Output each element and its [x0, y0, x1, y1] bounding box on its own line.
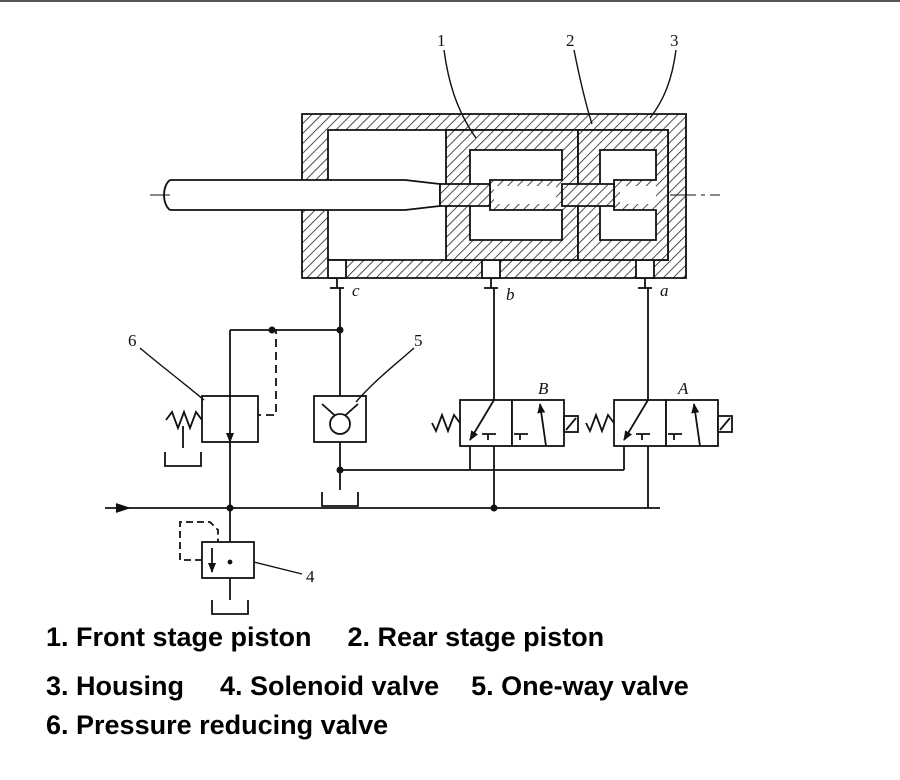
callout-6: 6: [128, 331, 137, 350]
cylinder-housing: [150, 113, 720, 279]
piston-rod: [170, 179, 441, 211]
directional-valve-a: [585, 399, 733, 447]
rear-stage-piston: [561, 129, 669, 261]
pneumatic-circuit-diagram: 1 2 3 6 5 4 c b a B A: [105, 31, 733, 615]
callout-4: 4: [306, 567, 315, 586]
legend-row-1: 1. Front stage piston 2. Rear stage pisto…: [46, 622, 604, 653]
solenoid-valve-4: [179, 521, 255, 615]
leader-lines: [139, 49, 677, 575]
callout-3: 3: [670, 31, 679, 50]
top-border: [0, 0, 900, 2]
legend-item-2: 2. Rear stage piston: [347, 622, 605, 652]
legend-item-4: 4. Solenoid valve: [220, 671, 440, 701]
port-label-c: c: [352, 281, 360, 300]
valve-label-b: B: [538, 379, 549, 398]
valve-label-a: A: [677, 379, 689, 398]
port-label-a: a: [660, 281, 669, 300]
port-label-b: b: [506, 285, 515, 304]
callout-1: 1: [437, 31, 446, 50]
port-lines: [330, 278, 652, 400]
legend-row-2: 3. Housing 4. Solenoid valve 5. One-way va…: [46, 671, 689, 702]
callout-2: 2: [566, 31, 575, 50]
directional-valve-b: [431, 399, 579, 447]
junction-dots: [226, 326, 498, 512]
legend-item-5: 5. One-way valve: [471, 671, 689, 701]
one-way-valve: [313, 395, 367, 507]
pressure-reducing-valve: [164, 395, 259, 467]
legend-item-1: 1. Front stage piston: [46, 622, 312, 652]
circuit-lines: [105, 329, 660, 600]
front-stage-piston: [439, 129, 579, 261]
legend-item-6: 6. Pressure reducing valve: [46, 710, 389, 740]
callout-5: 5: [414, 331, 423, 350]
legend-item-3: 3. Housing: [46, 671, 185, 701]
legend-row-3: 6. Pressure reducing valve: [46, 710, 388, 741]
